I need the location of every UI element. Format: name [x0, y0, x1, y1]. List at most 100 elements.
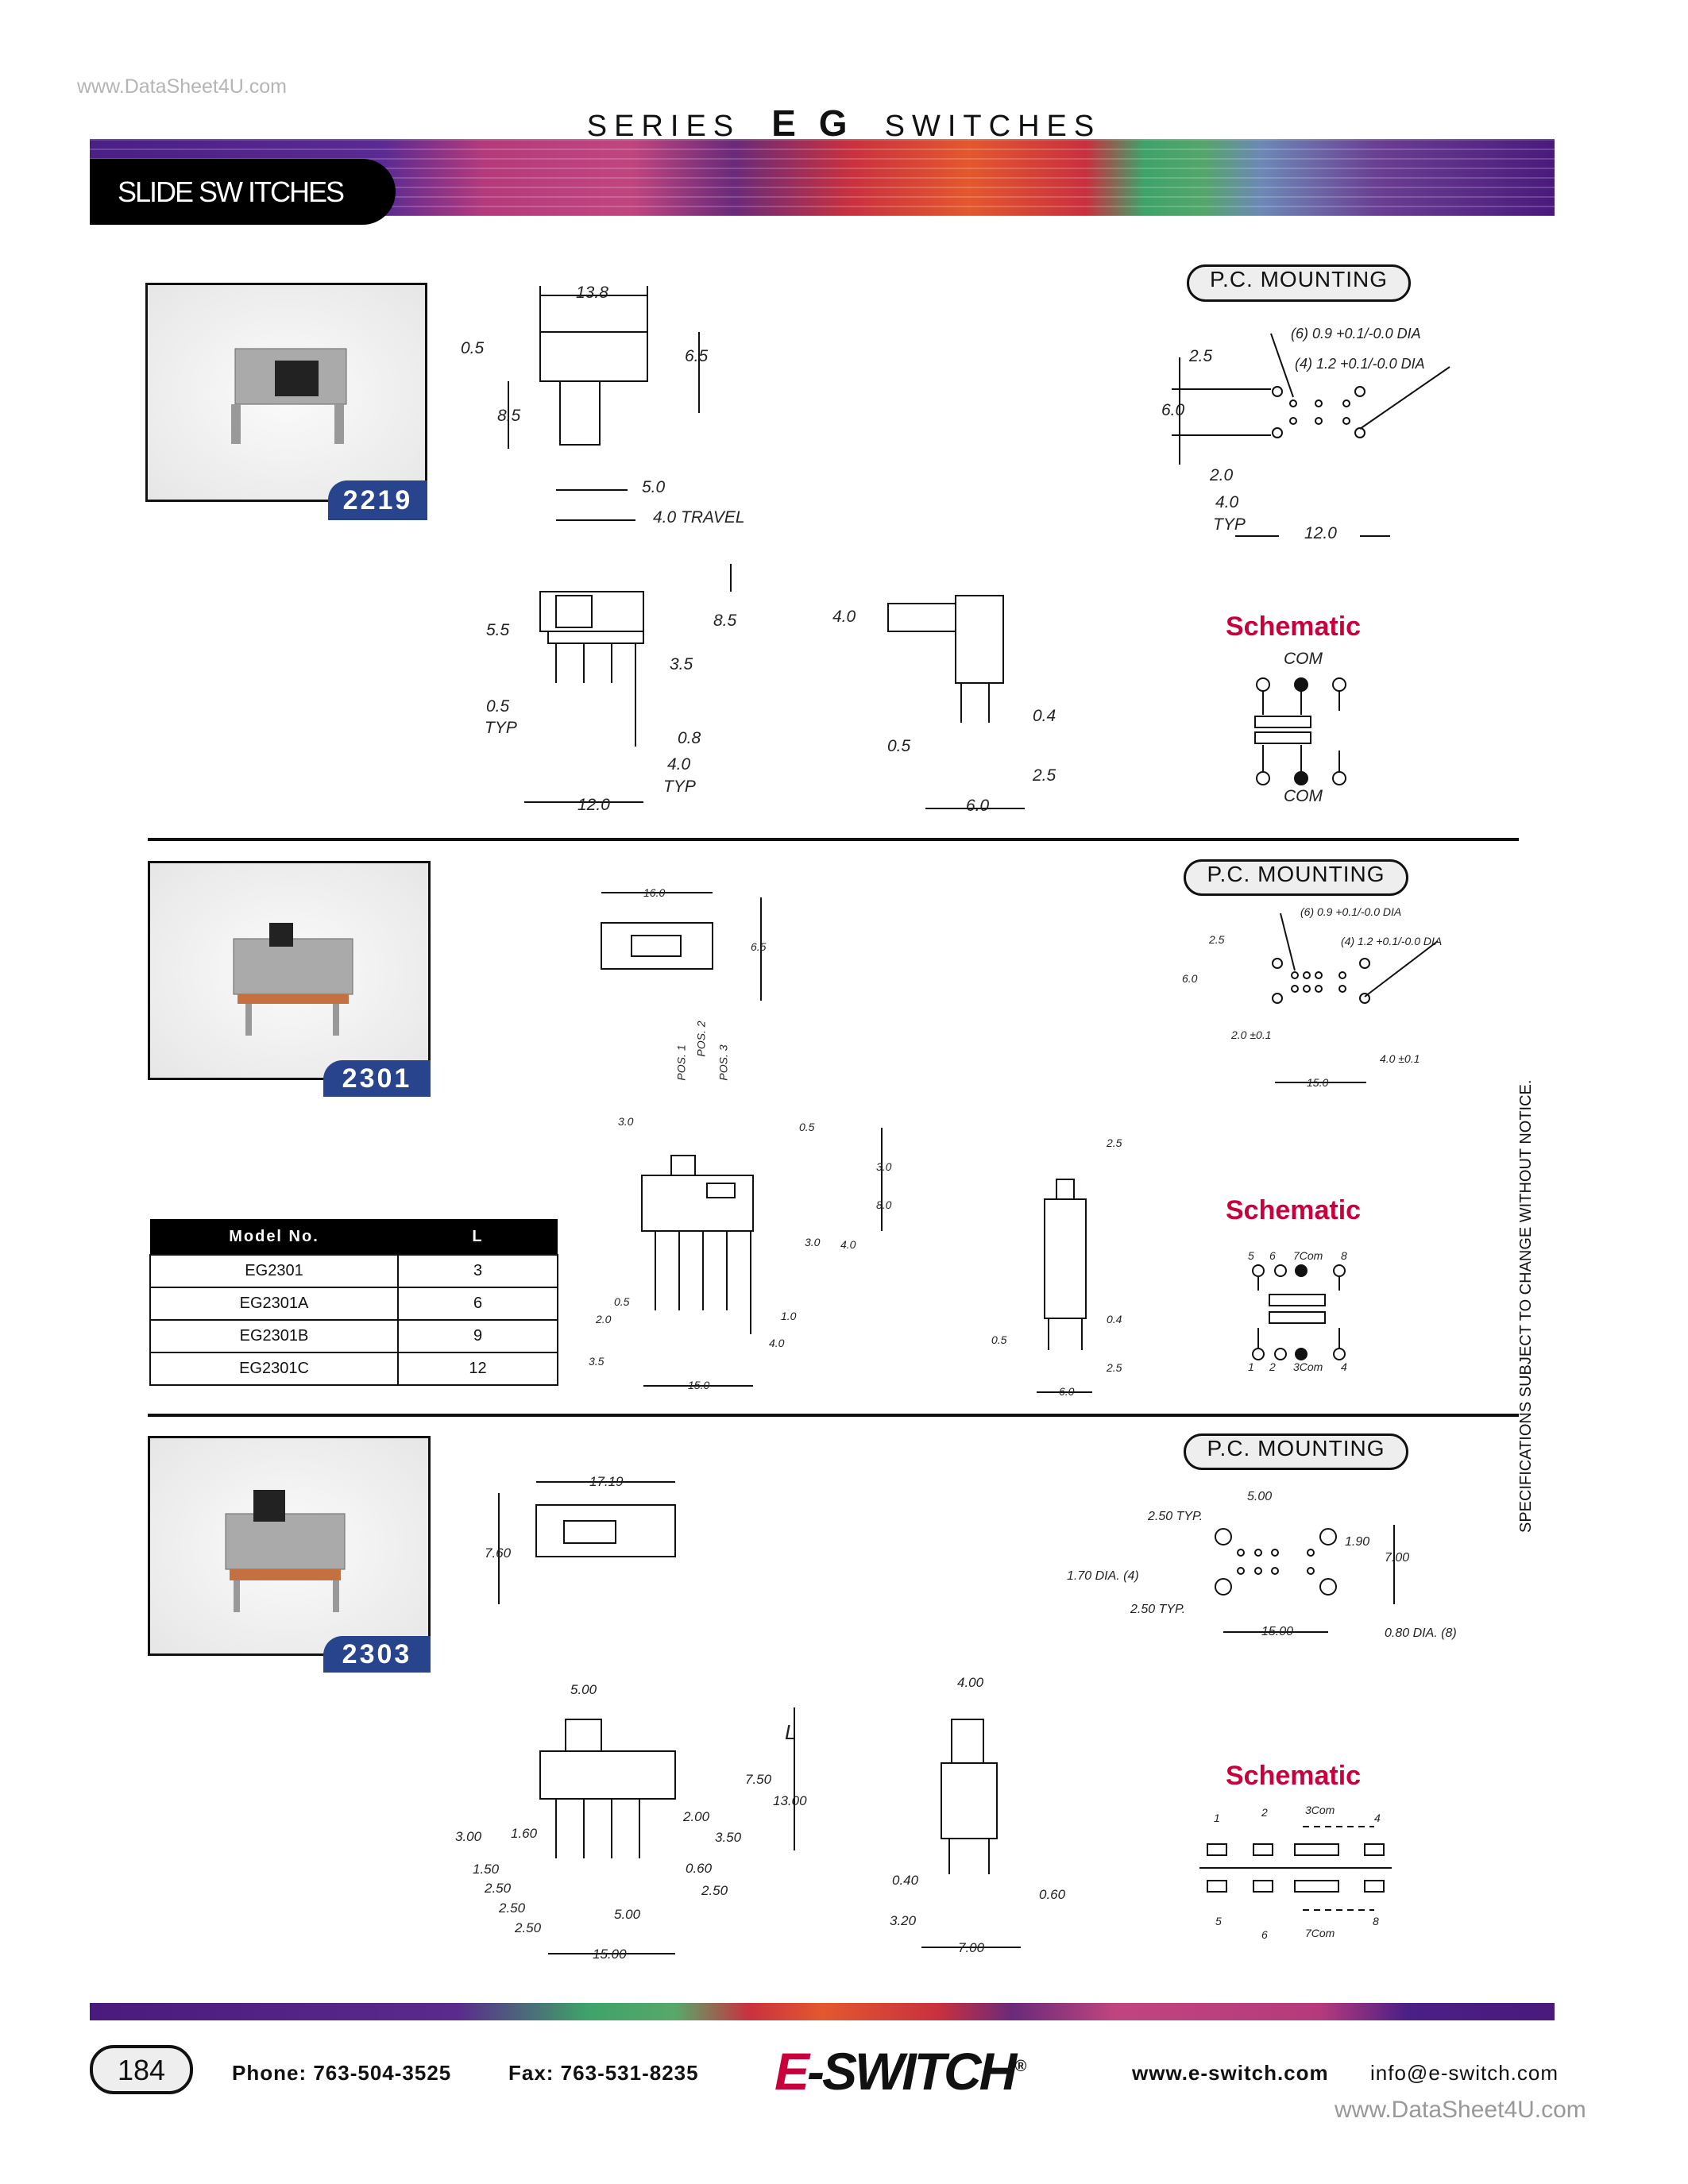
s2-side-view: [641, 1128, 883, 1387]
s2-top-view: [601, 892, 762, 1001]
s1-end-view: [887, 595, 1025, 809]
schematic-pin-label: 3Com: [1293, 1360, 1323, 1373]
dim-label: 2.5: [1189, 347, 1213, 365]
dim-label: 2.50 TYP.: [1130, 1603, 1186, 1616]
dim-label: 0.5: [887, 737, 911, 755]
dim-label: 2.5: [1107, 1361, 1122, 1374]
dim-label: 1.90: [1345, 1535, 1370, 1549]
s1-side-view: [524, 564, 732, 803]
dim-label: 2.0: [1210, 466, 1234, 484]
model-badge-2301: 2301: [323, 1060, 431, 1097]
dim-label: 12.0: [1304, 524, 1337, 542]
model-badge-2303: 2303: [323, 1636, 431, 1673]
dim-label: POS. 1: [674, 1044, 688, 1081]
dim-label: TYP: [1213, 515, 1246, 534]
dim-label: 0.4: [1033, 707, 1056, 725]
dim-label: 0.40: [892, 1873, 919, 1888]
dim-label: 4.0: [840, 1238, 856, 1251]
dim-label: 2.50 TYP.: [1148, 1510, 1203, 1523]
cell-model: EG2301: [149, 1254, 399, 1288]
dim-label: 17.19: [589, 1474, 624, 1489]
dim-label: 16.0: [643, 886, 666, 899]
dim-label: 4.0: [1215, 493, 1239, 511]
dim-label: (4) 1.2 +0.1/-0.0 DIA: [1341, 935, 1443, 947]
logo-text: -SWITCH: [807, 2042, 1017, 2101]
dim-label: 2.50: [701, 1883, 728, 1898]
e-switch-logo: E-SWITCH®: [774, 2041, 1026, 2101]
dim-label: 5.00: [570, 1682, 597, 1697]
schematic-pin-label: 3Com: [1305, 1804, 1335, 1816]
dim-label: 3.50: [715, 1830, 742, 1845]
dim-label: 0.60: [1039, 1887, 1066, 1902]
schematic-title-2: Schematic: [1226, 1195, 1362, 1225]
dim-label: 4.0: [832, 608, 856, 626]
s2-schematic-diagram: [1252, 1264, 1346, 1360]
dim-label: 5.0: [642, 478, 666, 496]
slide-switch-image: [231, 348, 347, 444]
page-title: SERIES E G SWITCHES: [0, 102, 1688, 145]
dim-label: 0.5: [461, 339, 485, 357]
schematic-pin-label: 8: [1341, 1249, 1347, 1262]
schematic-pin-label: 2: [1261, 1806, 1268, 1819]
dim-label: 2.50: [499, 1900, 526, 1916]
schematic-pin-label: COM: [1284, 787, 1323, 805]
dim-label: 3.0: [805, 1236, 821, 1248]
dim-label: 3.00: [455, 1829, 482, 1844]
col-header-l: L: [398, 1219, 558, 1255]
col-header-model: Model No.: [150, 1219, 398, 1255]
cell-model: EG2301C: [149, 1352, 399, 1386]
email-link[interactable]: info@e-switch.com: [1370, 2061, 1559, 2085]
dim-label: 7.00: [1385, 1551, 1410, 1565]
dim-label: 2.5: [1107, 1136, 1122, 1149]
dim-label: 8.5: [497, 407, 521, 425]
dim-label: 2.00: [683, 1809, 710, 1824]
s3-top-view: [498, 1481, 676, 1604]
dim-label: 5.5: [486, 621, 510, 639]
specifications-notice: SPECIFICATIONS SUBJECT TO CHANGE WITHOUT…: [1517, 1079, 1535, 1533]
dim-label: 5.00: [614, 1907, 641, 1922]
dim-label: 1.50: [473, 1862, 500, 1877]
title-eg: E G: [771, 102, 854, 144]
model-badge-2219: 2219: [328, 480, 427, 520]
dim-label: 0.5: [486, 697, 510, 716]
dim-label: 2.5: [1209, 933, 1225, 946]
dim-label: 3.5: [670, 655, 693, 673]
footer-banner: [90, 2003, 1555, 2020]
s3-side-view: [539, 1707, 795, 1954]
dim-label: TYP: [663, 778, 696, 796]
dim-label: 3.20: [890, 1913, 917, 1928]
dim-label: 4.0: [667, 755, 691, 774]
dim-label: TYP: [485, 719, 517, 737]
s3-schematic-diagram: [1199, 1826, 1392, 1911]
slide-switch-image: [225, 1490, 346, 1612]
schematic-pin-label: 2: [1269, 1360, 1276, 1373]
dim-label: 2.50: [485, 1881, 512, 1896]
cell-l: 9: [397, 1319, 558, 1353]
dim-label: (6) 0.9 +0.1/-0.0 DIA: [1291, 326, 1421, 341]
page-number: 184: [90, 2045, 193, 2094]
dim-label: 3.0: [618, 1115, 634, 1128]
cell-l: 12: [397, 1352, 558, 1386]
dim-label: 15.00: [593, 1947, 627, 1962]
dim-label: 13.00: [773, 1793, 807, 1808]
section-divider: [148, 1414, 1519, 1417]
dim-label: 2.5: [1033, 766, 1056, 785]
dim-label: 8.5: [713, 612, 737, 630]
slide-switch-image: [233, 923, 353, 1036]
website-link[interactable]: www.e-switch.com: [1132, 2061, 1329, 2085]
dim-label: 7.50: [745, 1772, 772, 1787]
dim-label: 6.0: [1182, 972, 1198, 985]
s2-pc-mount-holes: [1272, 913, 1439, 1083]
dim-label: 6.5: [751, 940, 767, 953]
dim-label: 4.0: [769, 1337, 785, 1349]
dim-label: 1.60: [511, 1826, 538, 1841]
fax-number: Fax: 763-531-8235: [508, 2061, 699, 2085]
schematic-title-1: Schematic: [1226, 612, 1362, 642]
schematic-pin-label: 6: [1269, 1249, 1276, 1262]
dim-label: 0.4: [1107, 1313, 1122, 1325]
